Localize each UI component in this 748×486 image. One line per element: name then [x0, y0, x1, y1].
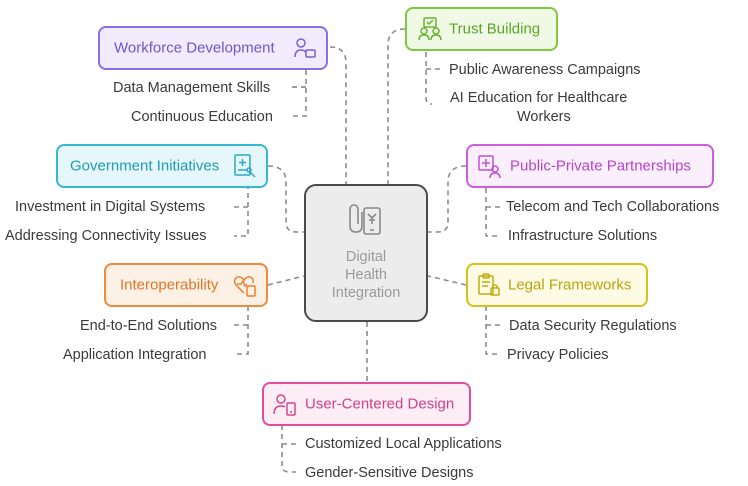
phone-attachment-icon — [346, 200, 386, 240]
list-item: Continuous Education — [131, 109, 273, 125]
workforce-development-label: Workforce Development — [114, 39, 275, 57]
user-centered-design-node[interactable]: User-Centered Design — [262, 382, 471, 426]
list-item: Workers — [517, 109, 571, 125]
list-item: End-to-End Solutions — [80, 318, 218, 334]
center-label-line: Digital — [345, 249, 387, 265]
list-item: Data Security Regulations — [509, 318, 677, 334]
heart-device-icon — [232, 272, 258, 298]
clipboard-lock-icon — [476, 272, 502, 298]
center-label-line: Integration — [331, 285, 401, 301]
government-initiatives-node[interactable]: Government Initiatives — [56, 144, 268, 188]
workforce-development-node[interactable]: Workforce Development — [98, 26, 328, 70]
list-item: Application Integration — [63, 347, 207, 363]
group-checkmark-icon — [417, 16, 443, 42]
government-initiatives-label: Government Initiatives — [70, 157, 220, 175]
legal-frameworks-node[interactable]: Legal Frameworks — [466, 263, 648, 307]
list-item: Public Awareness Campaigns — [449, 62, 641, 78]
public-private-partnerships-label: Public-Private Partnerships — [510, 157, 691, 175]
interoperability-node[interactable]: Interoperability — [104, 263, 268, 307]
list-item: Telecom and Tech Collaborations — [506, 199, 720, 215]
list-item: Privacy Policies — [507, 347, 609, 363]
list-item: AI Education for Healthcare — [450, 90, 628, 106]
person-phone-icon — [272, 391, 298, 417]
list-item: Addressing Connectivity Issues — [5, 228, 207, 244]
list-item: Data Management Skills — [113, 80, 271, 96]
center-label: Digital Health Integration — [306, 248, 426, 302]
trust-building-label: Trust Building — [449, 20, 541, 38]
list-item: Investment in Digital Systems — [15, 199, 206, 215]
list-item: Gender-Sensitive Designs — [305, 465, 474, 481]
person-presenter-icon — [292, 35, 318, 61]
medical-document-icon — [232, 153, 258, 179]
list-item: Infrastructure Solutions — [508, 228, 658, 244]
center-label-line: Health — [345, 267, 387, 283]
public-private-partnerships-node[interactable]: Public-Private Partnerships — [466, 144, 714, 188]
user-centered-design-label: User-Centered Design — [305, 395, 455, 413]
trust-building-node[interactable]: Trust Building — [405, 7, 558, 51]
interoperability-label: Interoperability — [120, 276, 219, 294]
hospital-person-icon — [476, 153, 502, 179]
list-item: Customized Local Applications — [305, 436, 502, 452]
legal-frameworks-label: Legal Frameworks — [508, 276, 632, 294]
digital-health-integration-node[interactable]: Digital Health Integration — [304, 184, 428, 322]
